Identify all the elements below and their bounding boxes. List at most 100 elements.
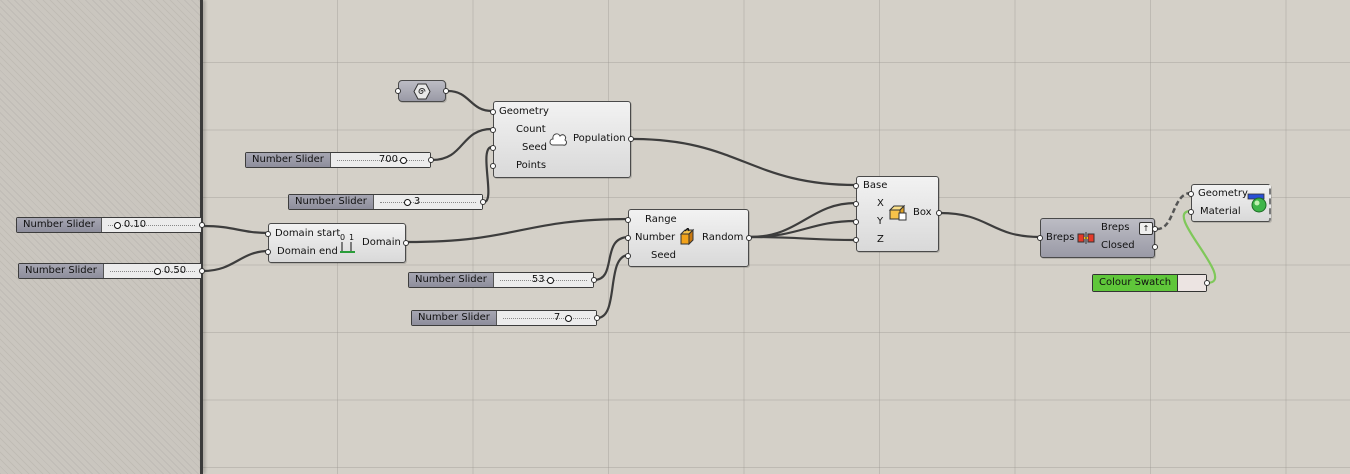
domain-input-start: Domain start — [275, 228, 341, 239]
random-nub-range[interactable] — [625, 217, 631, 223]
slider-knob[interactable] — [399, 157, 407, 164]
random-output: Random — [702, 232, 744, 243]
populate-input-count: Count — [516, 124, 546, 135]
slider-track[interactable]: 700 — [330, 153, 430, 167]
number-slider-3[interactable]: Number Slider 3 — [288, 194, 486, 210]
slider-value: 0.50 — [163, 265, 187, 276]
domain-nub-end[interactable] — [265, 249, 271, 255]
slider-knob[interactable] — [564, 315, 572, 322]
domain-icon: 0 1 — [339, 232, 357, 259]
colour-swatch-color[interactable] — [1178, 275, 1206, 291]
geometry-param-input-nub[interactable] — [395, 88, 401, 94]
box-input-x: X — [877, 198, 884, 209]
populate-component[interactable]: Geometry Count Seed Points Population — [490, 101, 634, 178]
canvas-edge-divider — [200, 0, 203, 474]
brep-join-component[interactable]: Breps Breps Closed ↑ — [1037, 218, 1158, 258]
brep-output-closed: Closed — [1101, 240, 1135, 251]
slider-track[interactable]: 53 — [493, 273, 593, 287]
svg-text:1: 1 — [349, 233, 354, 242]
box-nub-x[interactable] — [853, 201, 859, 207]
populate-nub-points[interactable] — [490, 163, 496, 169]
slider-track[interactable]: 0.50 — [103, 264, 201, 278]
number-slider-700[interactable]: Number Slider 700 — [245, 152, 434, 168]
geometry-param-output-nub[interactable] — [443, 88, 449, 94]
slider-value: 7 — [553, 312, 561, 323]
custom-preview-component[interactable]: Geometry Material — [1188, 184, 1271, 222]
brep-join-icon — [1077, 230, 1095, 249]
box-nub-z[interactable] — [853, 237, 859, 243]
domain-nub-start[interactable] — [265, 231, 271, 237]
brep-input-breps: Breps — [1046, 232, 1075, 243]
slider-value: 53 — [531, 274, 545, 285]
slider-output-nub[interactable] — [199, 222, 205, 228]
preview-nub-material[interactable] — [1188, 209, 1194, 215]
preview-nub-geometry[interactable] — [1188, 191, 1194, 197]
slider-output-nub[interactable] — [428, 157, 434, 163]
number-slider-7[interactable]: Number Slider 7 — [411, 310, 600, 326]
cloud-icon — [548, 130, 568, 151]
populate-output-population: Population — [573, 133, 626, 144]
random-nub-number[interactable] — [625, 235, 631, 241]
colour-swatch[interactable]: Colour Swatch — [1092, 274, 1210, 292]
dice-icon — [679, 227, 697, 249]
svg-text:0: 0 — [340, 233, 345, 242]
slider-value: 700 — [378, 154, 398, 165]
domain-input-end: Domain end — [277, 246, 338, 257]
slider-output-nub[interactable] — [199, 268, 205, 274]
canvas-margin-area — [0, 0, 202, 474]
slider-knob[interactable] — [153, 268, 161, 275]
geometry-param[interactable] — [395, 80, 449, 103]
random-input-number: Number — [635, 232, 676, 243]
number-slider-0-10[interactable]: Number Slider 0.10 — [16, 217, 205, 233]
preview-sphere-icon — [1247, 193, 1267, 216]
random-component[interactable]: Range Number Seed Random — [625, 209, 752, 267]
domain-nub-output[interactable] — [403, 240, 409, 246]
slider-label: Number Slider — [17, 218, 102, 232]
construct-domain-component[interactable]: Domain start Domain end 0 1 Domain — [265, 223, 409, 263]
random-nub-seed[interactable] — [625, 253, 631, 259]
random-input-range: Range — [645, 214, 677, 225]
random-nub-output[interactable] — [746, 235, 752, 241]
slider-output-nub[interactable] — [591, 277, 597, 283]
brep-nub-breps[interactable] — [1152, 226, 1158, 232]
populate-nub-geometry[interactable] — [490, 109, 496, 115]
brep-nub-closed[interactable] — [1152, 244, 1158, 250]
box-input-y: Y — [877, 216, 884, 227]
populate-input-seed: Seed — [522, 142, 547, 153]
slider-knob[interactable] — [403, 199, 411, 206]
domain-output: Domain — [362, 237, 401, 248]
slider-label: Number Slider — [246, 153, 331, 167]
slider-value: 3 — [413, 196, 421, 207]
populate-input-geometry: Geometry — [499, 106, 549, 117]
box-input-z: Z — [877, 234, 884, 245]
box-output: Box — [913, 207, 932, 218]
populate-input-points: Points — [516, 160, 547, 171]
random-input-seed: Seed — [651, 250, 676, 261]
slider-output-nub[interactable] — [480, 199, 486, 205]
box-input-base: Base — [863, 180, 888, 191]
box-nub-output[interactable] — [936, 210, 942, 216]
populate-nub-count[interactable] — [490, 127, 496, 133]
colour-swatch-output-nub[interactable] — [1204, 280, 1210, 286]
populate-nub-seed[interactable] — [490, 145, 496, 151]
box-nub-base[interactable] — [853, 183, 859, 189]
slider-knob[interactable] — [113, 222, 121, 229]
brep-nub-input[interactable] — [1037, 235, 1043, 241]
slider-knob[interactable] — [546, 277, 554, 284]
box-nub-y[interactable] — [853, 219, 859, 225]
preview-input-material: Material — [1200, 206, 1241, 217]
number-slider-0-50[interactable]: Number Slider 0.50 — [18, 263, 205, 279]
box-component[interactable]: Base X Y Z Box — [853, 176, 942, 252]
populate-nub-output[interactable] — [628, 136, 634, 142]
slider-track[interactable]: 0.10 — [101, 218, 201, 232]
brep-output-breps: Breps — [1101, 222, 1130, 233]
slider-label: Number Slider — [19, 264, 104, 278]
colour-swatch-label: Colour Swatch — [1093, 275, 1179, 291]
slider-output-nub[interactable] — [594, 315, 600, 321]
spiral-hex-icon — [413, 83, 431, 103]
upload-flag-icon[interactable]: ↑ — [1139, 222, 1153, 235]
slider-track[interactable]: 3 — [373, 195, 482, 209]
slider-label: Number Slider — [412, 311, 497, 325]
number-slider-53[interactable]: Number Slider 53 — [408, 272, 597, 288]
slider-track[interactable]: 7 — [496, 311, 596, 325]
